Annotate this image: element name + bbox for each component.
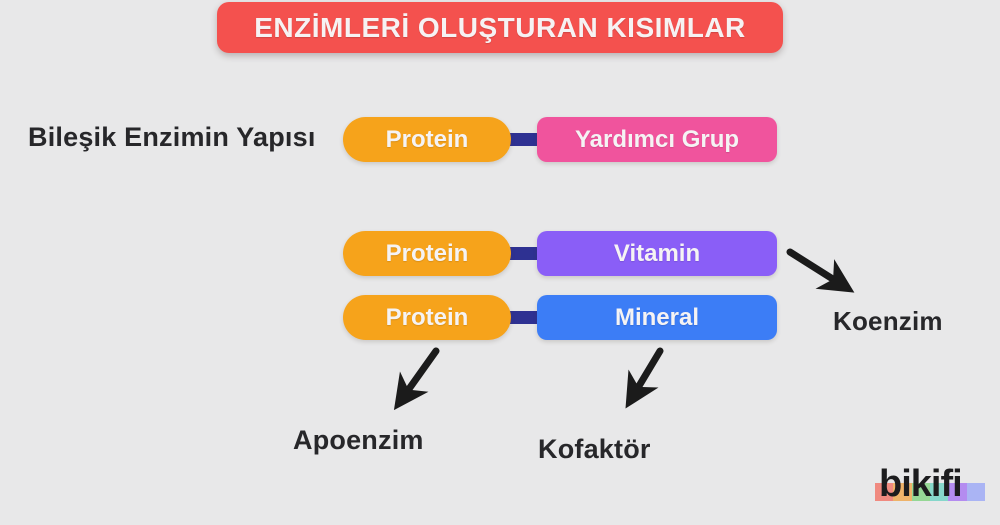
section-label-compound-enzyme: Bileşik Enzimin Yapısı [28, 122, 316, 152]
yardimci-grup-pill: Yardımcı Grup [537, 117, 777, 162]
label-koenzim: Koenzim [833, 306, 943, 336]
bikifi-logo: bikifi [875, 463, 985, 515]
mineral-pill: Mineral [537, 295, 777, 340]
logo-band-segment [875, 483, 894, 501]
arrow-protein-to-apoenzim [393, 347, 440, 411]
vitamin-pill: Vitamin [537, 231, 777, 276]
connector-bar [502, 311, 546, 324]
logo-band-segment [929, 483, 949, 501]
arrow-mineral-to-kofaktor [625, 347, 664, 409]
protein-pill: Protein [343, 117, 511, 162]
connector-bar [502, 133, 546, 146]
logo-rainbow-band [875, 483, 985, 501]
protein-pill: Protein [343, 231, 511, 276]
logo-band-segment [911, 483, 930, 501]
label-apoenzim: Apoenzim [293, 425, 424, 455]
label-kofaktor: Kofaktör [538, 434, 651, 464]
logo-band-segment [966, 483, 985, 501]
page-title: ENZİMLERİ OLUŞTURAN KISIMLAR [217, 2, 783, 53]
arrow-vitamin-to-koenzim [786, 248, 855, 293]
protein-pill: Protein [343, 295, 511, 340]
logo-band-segment [893, 483, 912, 501]
connector-bar [502, 247, 546, 260]
logo-text: bikifi [879, 463, 963, 505]
logo-band-segment [948, 483, 967, 501]
